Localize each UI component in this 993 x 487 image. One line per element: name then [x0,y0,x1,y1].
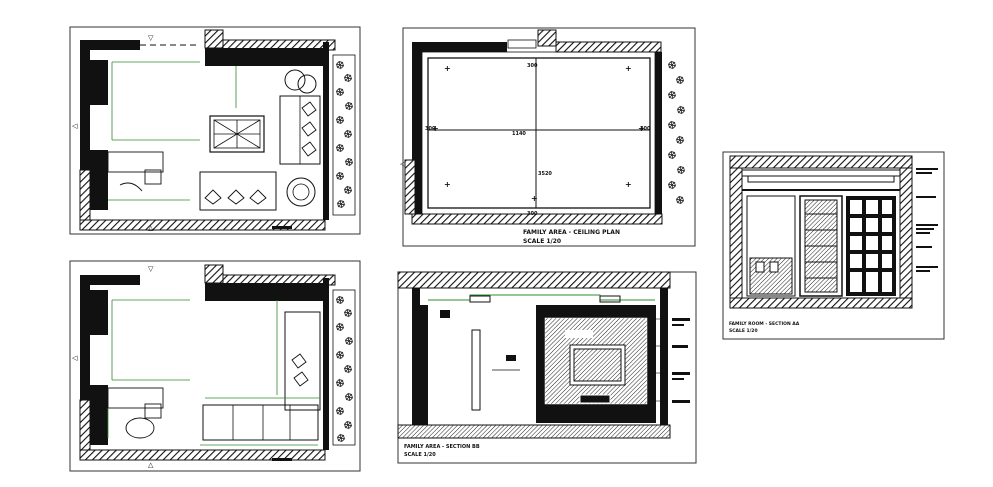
drawing-scale: SCALE 1/20 [523,238,561,245]
walls [79,264,336,461]
section-tags [672,318,690,403]
svg-text:△: △ [148,224,154,232]
section-bb: FAMILY AREA - SECTION BB SCALE 1/20 [397,271,697,464]
dim-label: 300 [425,126,436,132]
dimension-lines [107,299,320,446]
sheet-frame [402,27,696,247]
svg-text:△: △ [148,461,154,469]
svg-text:▽: ▽ [148,34,154,42]
ceiling-plan: + + + + + + + 300 300 300 300 1140 3520 … [400,27,696,247]
sofa-bottom [202,404,319,441]
dimension-lines [108,61,237,201]
svg-text:+: + [625,180,632,189]
sheet-frame [69,260,361,472]
dim-label: 300 [640,126,651,132]
floor-plan-furniture: ◁ ▽ △ [69,26,361,235]
planter [667,60,686,205]
dim-label: 1140 [512,131,526,137]
svg-text:◁: ◁ [72,122,78,130]
planter [332,289,356,446]
ceiling-lights: + + + + + + + [432,64,645,203]
dim-label: 300 [527,211,538,217]
desk [107,387,164,439]
svg-text:+: + [444,180,451,189]
planter [332,54,356,216]
shelving-unit [799,195,843,297]
drawing-scale: SCALE 1/20 [729,328,758,334]
desk [107,151,164,192]
sofa [279,95,321,165]
dim-label: 3520 [538,171,552,177]
walls [404,29,663,225]
svg-text:+: + [432,124,439,133]
sofa [284,311,321,411]
drawing-title: FAMILY AREA - CEILING PLAN [523,229,620,236]
section-aa: FAMILY ROOM - SECTION AA SCALE 1/20 [722,151,945,340]
svg-text:+: + [444,64,451,73]
sheet-frame [722,151,945,340]
rug [209,115,265,153]
svg-text:◁: ◁ [72,354,78,362]
sheet-frame [69,26,361,235]
ceiling-dimensions: 300 300 300 300 1140 3520 [425,63,651,217]
drawing-title: FAMILY AREA - SECTION BB [404,444,480,450]
dim-label: 300 [527,63,538,69]
tv-wall-panel [536,305,656,423]
walls [79,29,336,231]
svg-text:▽: ▽ [148,265,154,273]
sofa-bottom [199,171,277,211]
left-cabinet [746,195,796,297]
svg-text:+: + [638,124,645,133]
svg-text:◁: ◁ [400,160,406,168]
floor-plan-dimensioned: ◁ ▽ △ [69,260,361,472]
svg-text:+: + [531,194,538,203]
svg-text:+: + [625,64,632,73]
drawing-title: FAMILY ROOM - SECTION AA [729,321,800,327]
section-tags [916,168,938,272]
drawing-scale: SCALE 1/20 [404,452,436,458]
glass-door [846,196,896,296]
